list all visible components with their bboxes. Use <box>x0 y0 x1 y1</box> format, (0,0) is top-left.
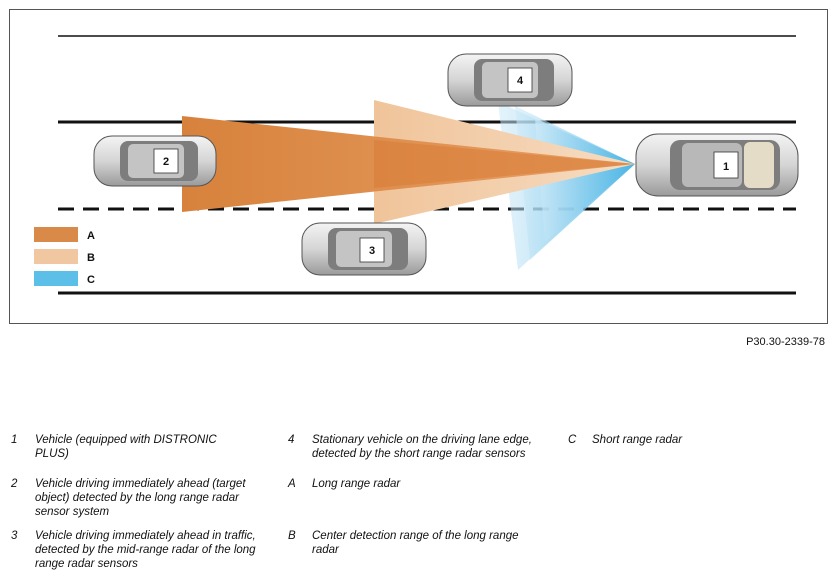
figure-reference: P30.30-2339-78 <box>746 336 825 348</box>
vehicle-1: 1 <box>635 133 799 197</box>
swatch-b-label: B <box>87 252 95 264</box>
vehicle-4-number: 4 <box>517 75 524 87</box>
vehicle-3: 3 <box>301 222 427 276</box>
radar-diagram-canvas: 1 2 3 4 A <box>34 35 799 295</box>
long-range-radar-core <box>374 140 635 188</box>
legend-key: C <box>568 434 577 446</box>
legend-key: 4 <box>288 434 295 446</box>
swatch-c <box>34 271 78 286</box>
legend-key: A <box>288 478 296 490</box>
legend-key: 1 <box>11 434 18 446</box>
vehicle-3-number: 3 <box>369 245 375 257</box>
legend-key: 3 <box>11 530 18 542</box>
vehicle-2-number: 2 <box>163 156 169 168</box>
legend-text: Long range radar <box>312 478 401 490</box>
vehicle-1-number: 1 <box>723 161 729 173</box>
legend-text: Short range radar <box>592 434 683 446</box>
vehicle-4: 4 <box>447 53 573 107</box>
swatch-a-label: A <box>87 230 95 242</box>
legend-text: Center detection range of the long range… <box>312 530 519 556</box>
legend-text: Vehicle (equipped with DISTRONIC PLUS) <box>35 434 217 460</box>
legend-text: Vehicle driving immediately ahead in tra… <box>35 530 256 570</box>
legend-key: B <box>288 530 296 542</box>
swatch-b <box>34 249 78 264</box>
swatch-c-label: C <box>87 274 95 286</box>
legend-key: 2 <box>11 478 18 490</box>
legend-text: Vehicle driving immediately ahead (targe… <box>35 478 246 518</box>
vehicle-2: 2 <box>93 135 217 187</box>
legend-text: Stationary vehicle on the driving lane e… <box>312 434 532 460</box>
color-key: A B C <box>34 227 95 286</box>
radar-diagram: 1 2 3 4 A <box>9 9 828 324</box>
swatch-a <box>34 227 78 242</box>
